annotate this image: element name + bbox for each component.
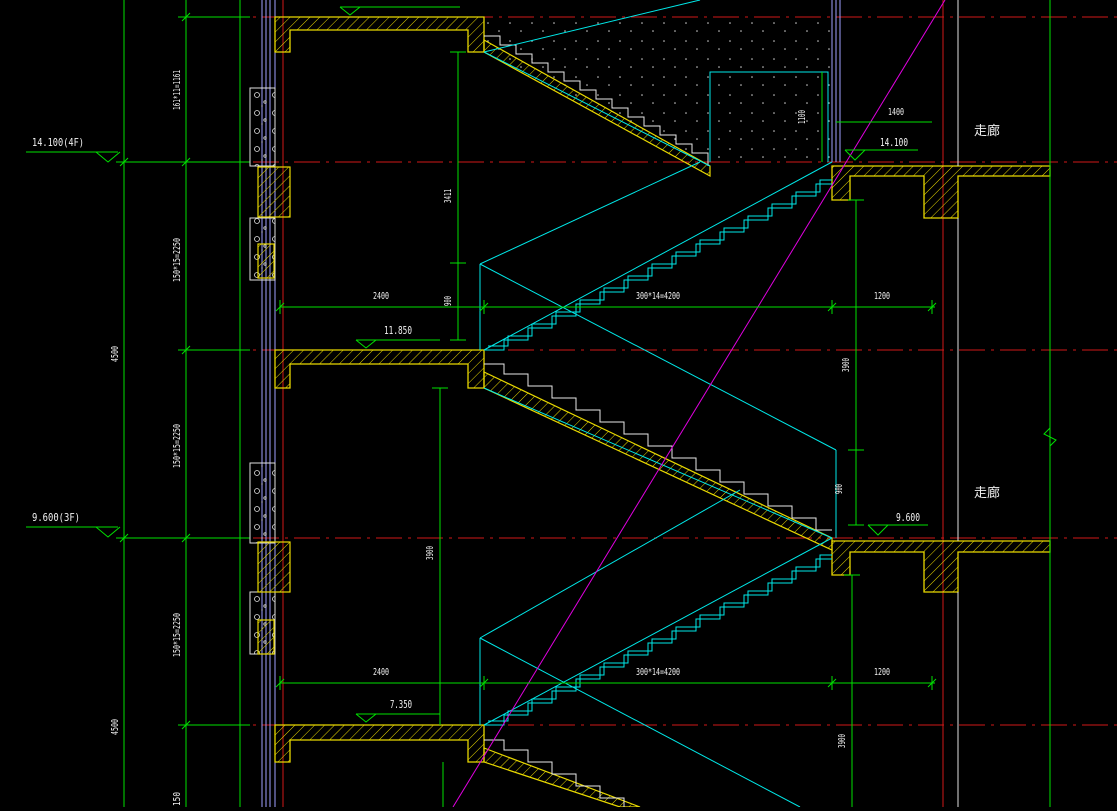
landing-label-upper-right: 14.100 (880, 136, 908, 149)
stair-flight-visible-2 (479, 387, 833, 808)
left-dim-seg-1: 150*15=2250 (172, 238, 183, 282)
level-label-4f: 14.100(4F) (32, 136, 84, 149)
level-marker-3f (26, 526, 121, 538)
slab-label-lower: 7.350 (390, 698, 412, 711)
level-marker-4f (26, 151, 121, 163)
landing-fill-upper (484, 17, 832, 162)
left-dim-seg-4: 150 (172, 792, 183, 806)
left-dim-seg-2: 150*15=2250 (172, 424, 183, 468)
dim-lines-vertical (432, 51, 864, 807)
right-dim-line (1043, 0, 1057, 807)
dim-upper-right: 1200 (874, 291, 890, 302)
vdim-height-c: 3900 (841, 358, 852, 372)
dim-upper-mid: 300*14=4200 (636, 291, 680, 302)
left-dim-seg-top: 161*11=1161 (172, 70, 183, 110)
landing-level-markers (339, 6, 928, 723)
dim-lines-horizontal (275, 121, 937, 690)
dim-top-right: 1400 (888, 107, 904, 118)
left-wall-blocks (249, 87, 291, 655)
vdim-height-d: 900 (834, 484, 845, 494)
section-diagonal (452, 0, 946, 808)
vdim-rail-top: 1100 (797, 110, 808, 124)
stair-flight-visible-1 (479, 0, 837, 538)
handrail-box (709, 71, 829, 162)
vdim-height-a: 3411 (443, 189, 454, 203)
floor-slabs (274, 16, 1051, 763)
vdim-height-e: 3900 (425, 546, 436, 560)
dim-upper-left: 2400 (373, 291, 389, 302)
level-label-3f: 9.600(3F) (32, 511, 80, 524)
dim-lower-mid: 300*14=4200 (636, 667, 680, 678)
left-dimension-chain (116, 0, 250, 807)
slab-label-upper: 11.850 (384, 324, 412, 337)
vdim-height-b: 900 (443, 296, 454, 306)
stair-flight-cut-3 (483, 739, 641, 808)
room-label-corridor-upper: 走廊 (974, 123, 1000, 139)
stair-flight-cut-2 (483, 363, 833, 551)
left-dim-storey-2: 4500 (110, 719, 121, 735)
dim-lower-left: 2400 (373, 667, 389, 678)
landing-label-lower-right: 9.600 (896, 511, 920, 524)
left-dim-seg-3: 150*15=2250 (172, 613, 183, 657)
vdim-height-f: 3900 (837, 734, 848, 748)
dim-lower-right: 1200 (874, 667, 890, 678)
stair-flight-cut-1 (483, 35, 711, 178)
room-label-corridor-lower: 走廊 (974, 485, 1000, 501)
left-dim-storey-1: 4500 (110, 346, 121, 362)
